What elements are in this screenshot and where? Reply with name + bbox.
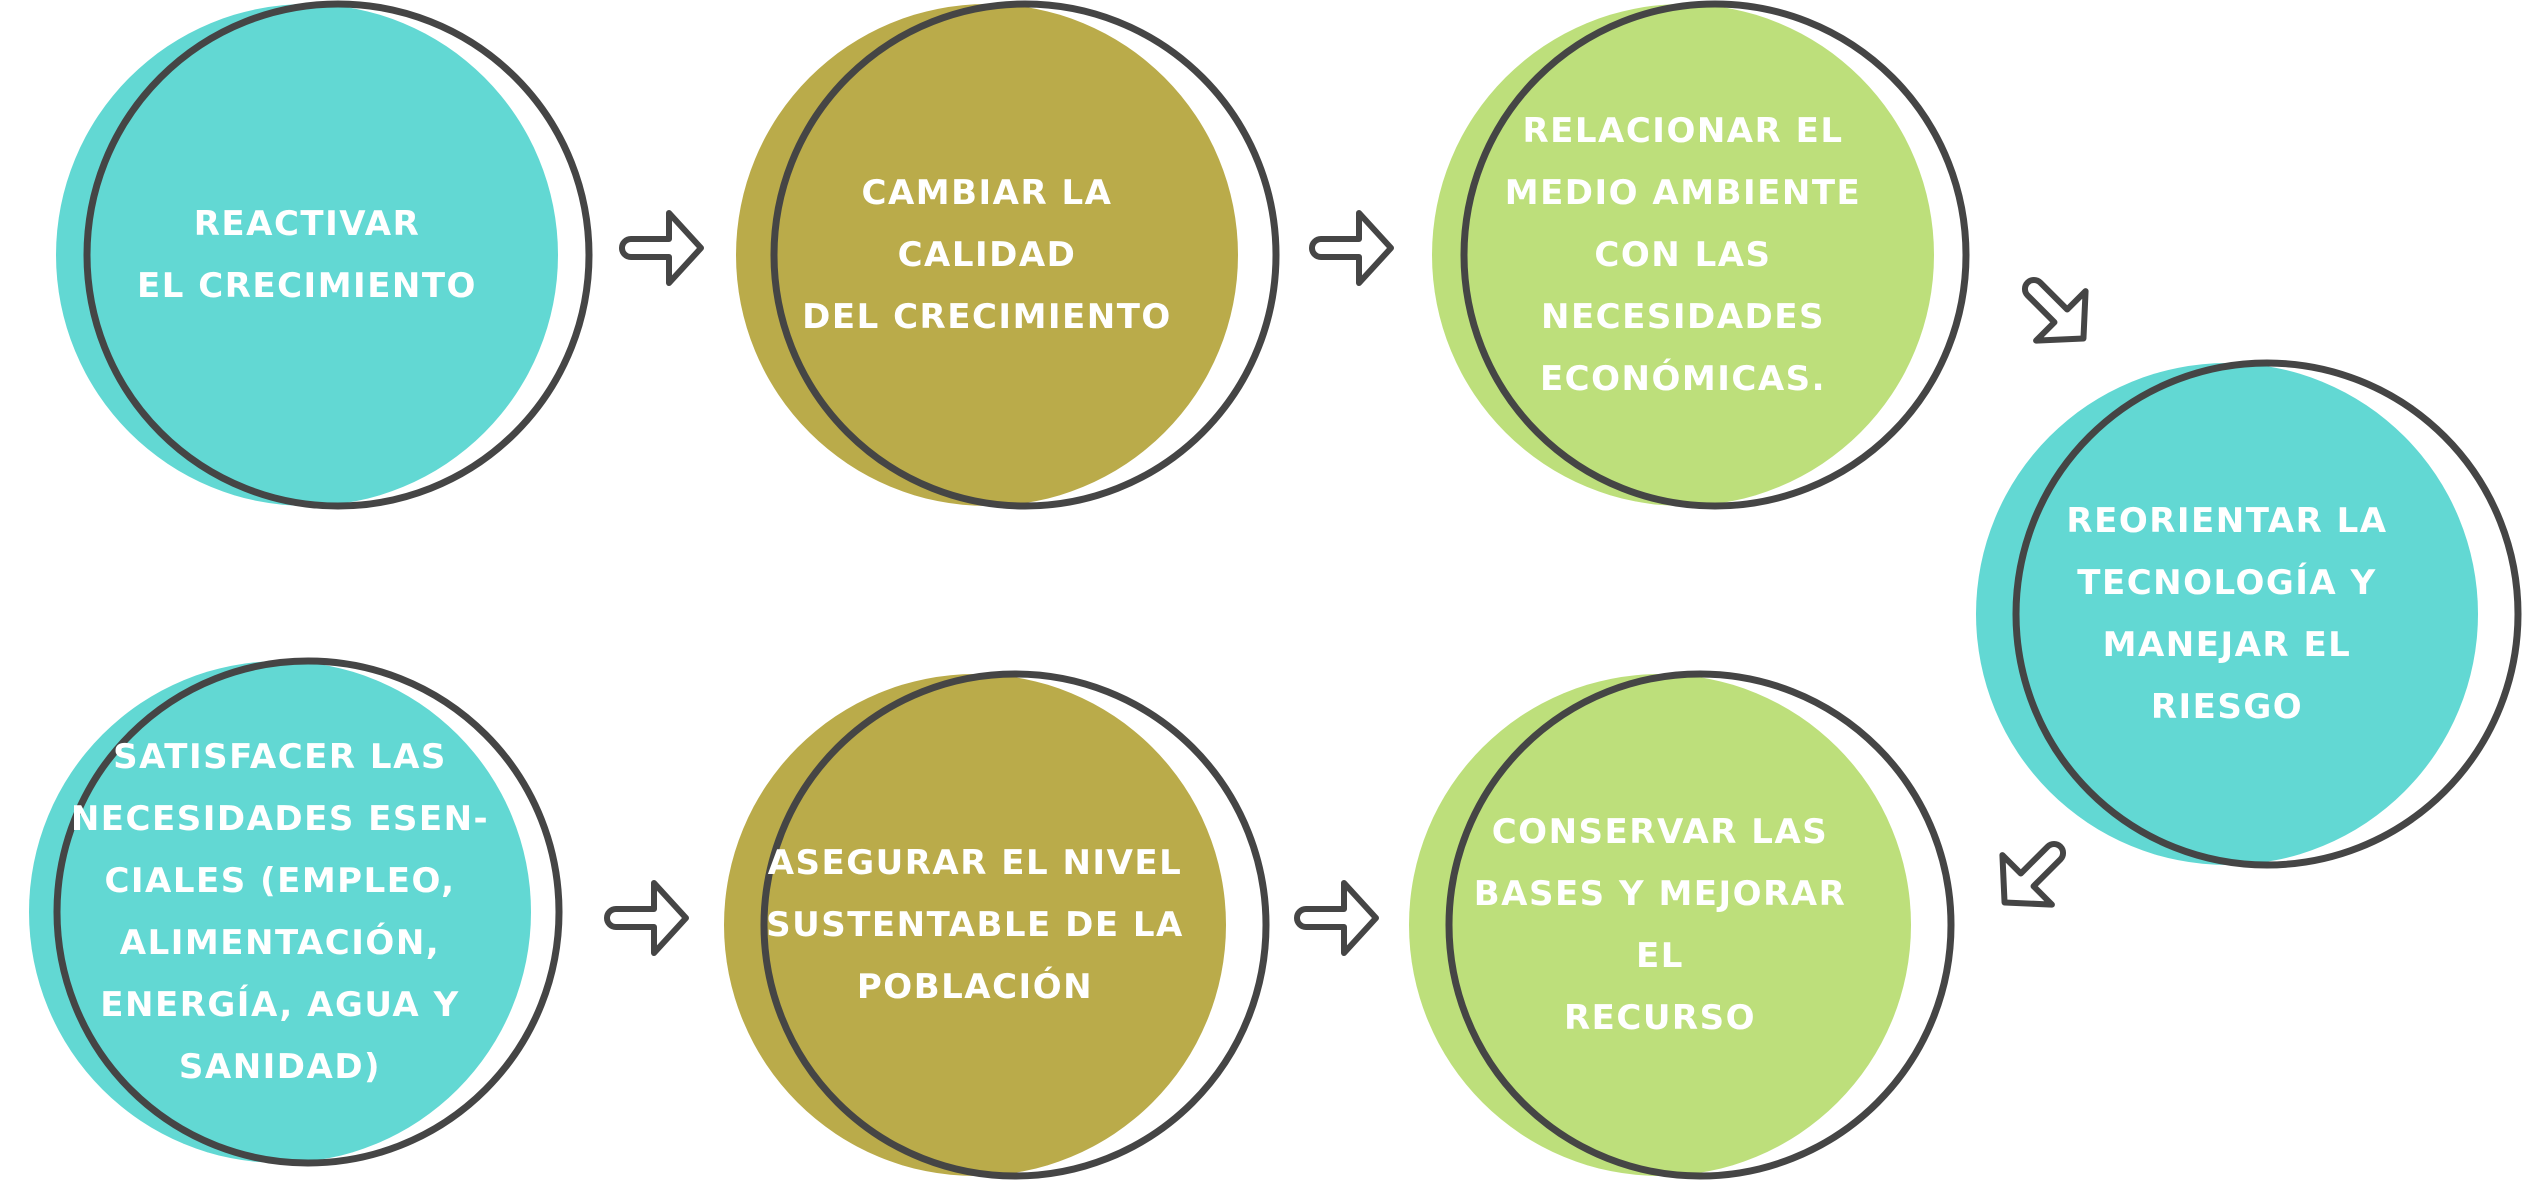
node-conservar-outline xyxy=(1445,670,1955,1180)
node-reorientar-text: REORIENTAR LA TECNOLOGÍA Y MANEJAR EL RI… xyxy=(2066,501,2388,727)
node-reorientar-fill xyxy=(1976,363,2478,865)
arrow-right-icon xyxy=(1294,880,1379,956)
node-cambiar xyxy=(736,0,1280,510)
node-reorientar-outline xyxy=(2012,359,2522,869)
node-cambiar-fill xyxy=(736,4,1238,506)
arrow-right-icon xyxy=(1309,210,1394,286)
node-relacionar-text: RELACIONAR EL MEDIO AMBIENTE CON LAS NEC… xyxy=(1504,111,1862,399)
node-satisfacer-fill xyxy=(29,661,531,1163)
node-reorientar xyxy=(1976,359,2522,869)
node-satisfacer-outline xyxy=(53,657,563,1167)
arrow-right-icon xyxy=(619,210,704,286)
node-reactivar-fill xyxy=(56,4,558,506)
node-conservar-fill xyxy=(1409,674,1911,1176)
node-reactivar xyxy=(56,0,593,510)
node-asegurar xyxy=(724,670,1270,1180)
arrow-right-icon xyxy=(604,880,689,956)
node-asegurar-text: ASEGURAR EL NIVEL SUSTENTABLE DE LA POBL… xyxy=(766,843,1184,1007)
node-satisfacer xyxy=(29,657,563,1167)
node-relacionar xyxy=(1432,0,1970,510)
node-reactivar-outline xyxy=(83,0,593,510)
node-cambiar-text: CAMBIAR LA CALIDAD DEL CRECIMIENTO xyxy=(802,173,1172,337)
node-cambiar-outline xyxy=(770,0,1280,510)
node-relacionar-fill xyxy=(1432,4,1934,506)
node-asegurar-fill xyxy=(724,674,1226,1176)
arrow-down-left-icon xyxy=(1999,840,2067,908)
node-conservar xyxy=(1409,670,1955,1180)
node-asegurar-outline xyxy=(760,670,1270,1180)
arrow-down-right-icon xyxy=(2021,276,2089,344)
node-satisfacer-text: SATISFACER LAS NECESIDADES ESEN- CIALES … xyxy=(70,737,490,1087)
node-reactivar-text: REACTIVAR EL CRECIMIENTO xyxy=(137,204,477,306)
node-relacionar-outline xyxy=(1460,0,1970,510)
node-conservar-text: CONSERVAR LAS BASES Y MEJORAR EL RECURSO xyxy=(1473,812,1847,1038)
